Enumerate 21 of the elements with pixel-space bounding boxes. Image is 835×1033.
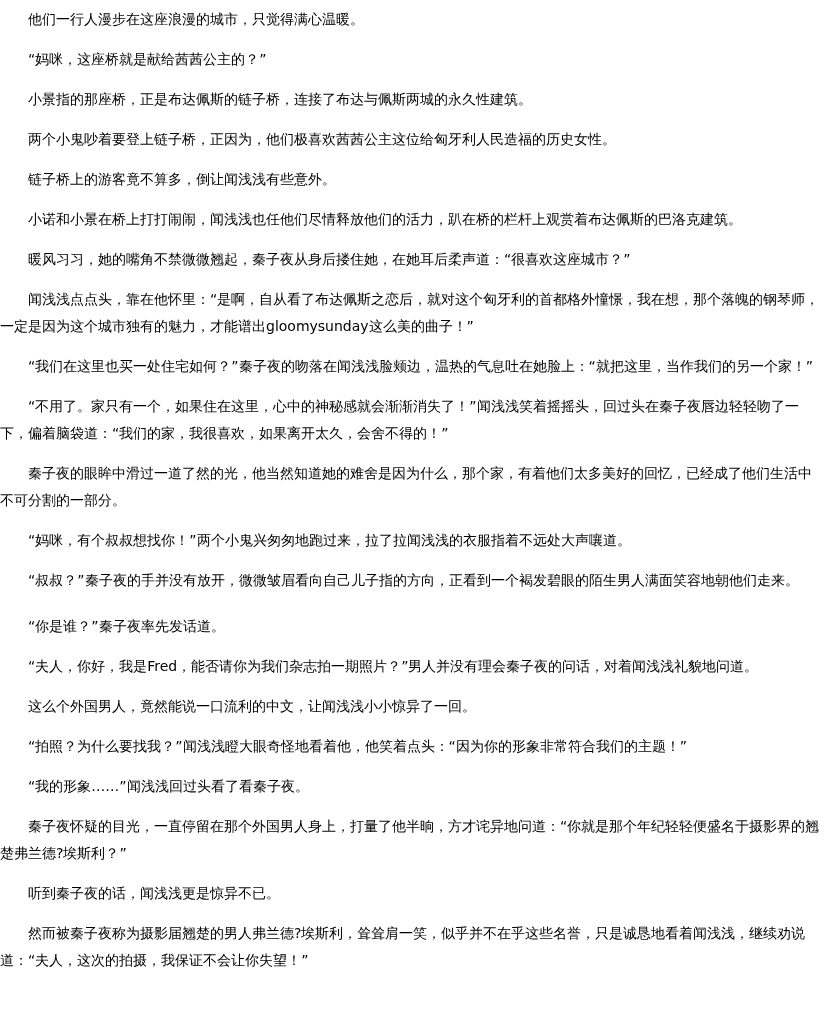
paragraph-text: 这么个外国男人，竟然能说一口流利的中文，让闻浅浅小小惊异了一回。 xyxy=(27,697,477,716)
paragraph-text: 小诺和小景在桥上打打闹闹，闻浅浅也任他们尽情释放他们的活力，趴在桥的栏杆上观赏着布达佩斯的巴洛克建筑。 xyxy=(27,210,743,229)
paragraph-text: “我们在这里也买一处住宅如何？”秦子夜的吻落在闻浅浅脸颊边，温热的气息吐在她脸上：“就把这里，当作我们的另一个家！” xyxy=(27,357,814,376)
paragraph-text: 听到秦子夜的话，闻浅浅更是惊异不已。 xyxy=(27,884,281,903)
paragraph-text: 闻浅浅点点头，靠在他怀里：“是啊，自从看了布达佩斯之恋后，就对这个匈牙利的首都格外憧憬，我在想，那个落魄的钢琴师，一定是因为这个城市独有的魅力，才能谱出gloomysunday这么美的曲子！” xyxy=(0,290,821,336)
paragraph-text: “妈咪，这座桥就是献给茜茜公主的？” xyxy=(27,50,268,69)
paragraph-text: 秦子夜怀疑的目光，一直停留在那个外国男人身上，打量了他半晌，方才诧异地问道：“你就是那个年纪轻轻便盛名于摄影界的翘楚弗兰德?埃斯利？” xyxy=(0,817,821,863)
paragraph-text: “我的形象……”闻浅浅回过头看了看秦子夜。 xyxy=(27,777,310,796)
paragraph-text: 他们一行人漫步在这座浪漫的城市，只觉得满心温暖。 xyxy=(27,10,365,29)
paragraph-text: “叔叔？”秦子夜的手并没有放开，微微皱眉看向自己儿子指的方向，正看到一个褐发碧眼的陌生男人满面笑容地朝他们走来。 xyxy=(27,571,800,590)
paragraph-text: 两个小鬼吵着要登上链子桥，正因为，他们极喜欢茜茜公主这位给匈牙利人民造福的历史女性。 xyxy=(27,130,617,149)
paragraph-text: 小景指的那座桥，正是布达佩斯的链子桥，连接了布达与佩斯两城的永久性建筑。 xyxy=(27,90,533,109)
paragraph-text: “妈咪，有个叔叔想找你！”两个小鬼兴匆匆地跑过来，拉了拉闻浅浅的衣服指着不远处大声嚷道。 xyxy=(27,531,632,550)
paragraph-text: 链子桥上的游客竟不算多，倒让闻浅浅有些意外。 xyxy=(27,170,337,189)
paragraph-text: “你是谁？”秦子夜率先发话道。 xyxy=(27,617,226,636)
paragraph-text: 然而被秦子夜称为摄影届翘楚的男人弗兰德?埃斯利，耸耸肩一笑，似乎并不在乎这些名誉，只是诚恳地看着闻浅浅，继续劝说道：“夫人，这次的拍摄，我保证不会让你失望！” xyxy=(0,924,807,970)
paragraph-text: “拍照？为什么要找我？”闻浅浅瞪大眼奇怪地看着他，他笑着点头：“因为你的形象非常符合我们的主题！” xyxy=(27,737,688,756)
paragraph-text: 暖风习习，她的嘴角不禁微微翘起，秦子夜从身后搂住她，在她耳后柔声道：“很喜欢这座城市？” xyxy=(27,250,632,269)
paragraph-text: “不用了。家只有一个，如果住在这里，心中的神秘感就会渐渐消失了！”闻浅浅笑着摇摇头，回过头在秦子夜唇边轻轻吻了一下，偏着脑袋道：“我们的家，我很喜欢，如果离开太久，会舍不得的！” xyxy=(0,397,800,443)
paragraph-text: “夫人，你好，我是Fred，能否请你为我们杂志拍一期照片？”男人并没有理会秦子夜的问话，对着闻浅浅礼貌地问道。 xyxy=(27,657,760,676)
paragraph-text: 秦子夜的眼眸中滑过一道了然的光，他当然知道她的难舍是因为什么，那个家，有着他们太多美好的回忆，已经成了他们生活中不可分割的一部分。 xyxy=(0,464,813,510)
